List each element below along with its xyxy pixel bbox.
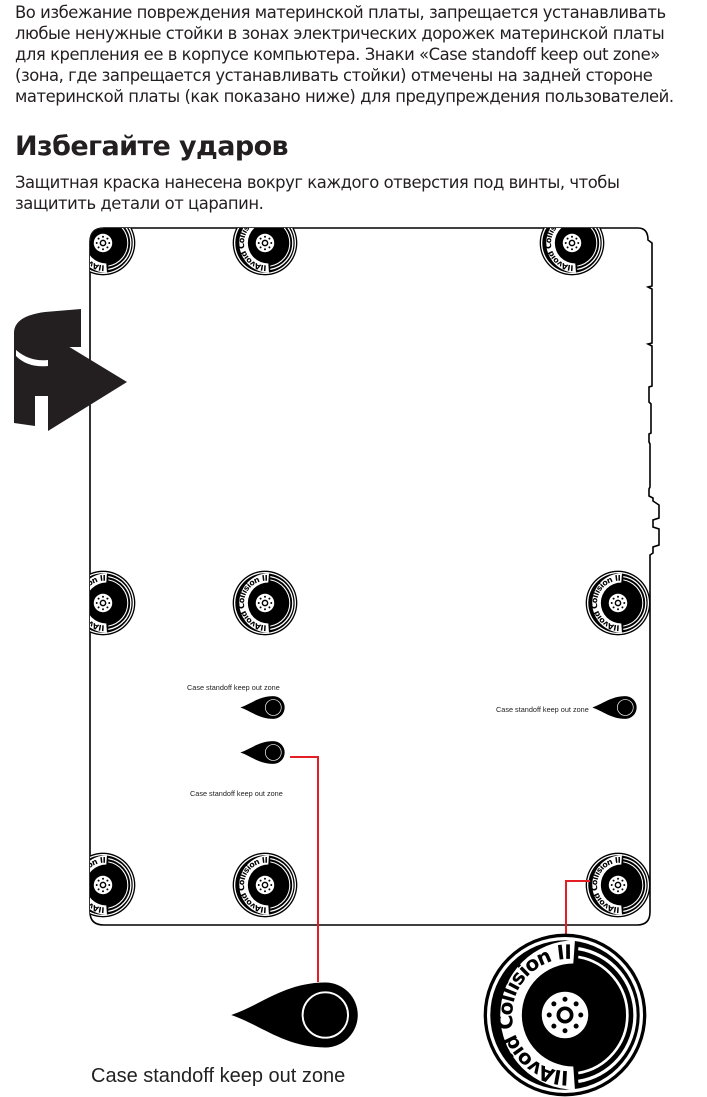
avoid-collision-mark — [584, 569, 650, 637]
intro-paragraph: Во избежание повреждения материнской пла… — [15, 2, 674, 107]
avoid-collision-mark — [231, 228, 299, 277]
avoid-collision-mark — [90, 228, 137, 277]
text-line: любые ненужные стойки в зонах электричес… — [15, 24, 665, 43]
section-paragraph: Защитная краска нанесена вокруг каждого … — [15, 172, 620, 214]
text-line: Защитная краска нанесена вокруг каждого … — [15, 173, 620, 192]
avoid-collision-mark — [584, 851, 650, 919]
keep-out-label: Case standoff keep out zone — [496, 705, 589, 714]
keep-out-label: Case standoff keep out zone — [187, 683, 280, 692]
text-line: защитить детали от царапин. — [15, 194, 264, 213]
keep-out-marker — [239, 740, 286, 765]
avoid-collision-mark — [90, 569, 137, 637]
avoid-collision-mark — [90, 851, 137, 919]
avoid-collision-mark — [231, 851, 299, 919]
callout-line — [565, 880, 590, 936]
avoid-collision-mark-enlarged: IIAvoid Collision II — [483, 933, 647, 1097]
text-line: материнской платы (как показано ниже) дл… — [15, 87, 674, 106]
text-line: для крепления ее в корпусе компьютера. З… — [15, 45, 660, 64]
keep-out-label: Case standoff keep out zone — [190, 789, 283, 798]
text-line: (зона, где запрещается устанавливать сто… — [15, 66, 653, 85]
collision-marks — [90, 228, 650, 919]
callout-line — [290, 756, 319, 982]
rotate-arrow-icon — [14, 309, 127, 431]
keep-out-marker — [239, 695, 286, 720]
avoid-collision-mark — [538, 228, 606, 277]
keep-out-label-enlarged: Case standoff keep out zone — [91, 1065, 345, 1087]
avoid-collision-mark — [231, 569, 299, 637]
text-line: Во избежание повреждения материнской пла… — [15, 3, 666, 22]
keep-out-marker — [591, 695, 638, 720]
keep-out-marker-enlarged — [230, 981, 359, 1049]
board-outline — [89, 227, 660, 926]
section-heading: Избегайте ударов — [15, 131, 289, 162]
